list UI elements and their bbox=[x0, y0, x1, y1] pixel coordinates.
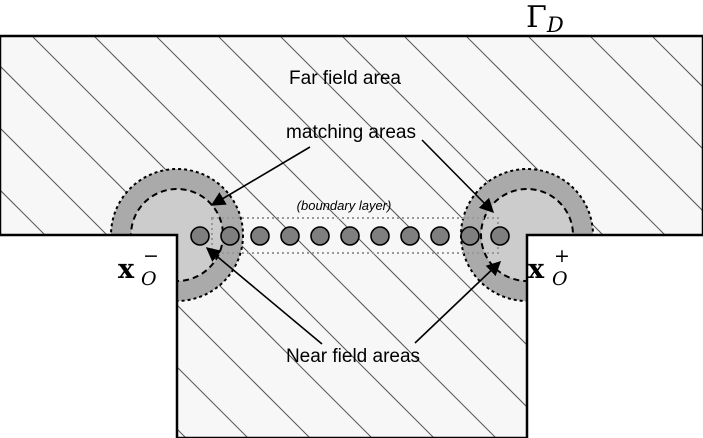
hatch-line bbox=[0, 36, 313, 438]
boundary-layer-dot bbox=[250, 226, 270, 246]
gamma-d-label: ΓD bbox=[526, 0, 564, 37]
boundary-layer-label: (boundary layer) bbox=[297, 198, 392, 213]
boundary-layer-dots bbox=[190, 226, 510, 246]
boundary-layer-dot bbox=[370, 226, 390, 246]
boundary-layer-dot bbox=[340, 226, 360, 246]
hatch-line bbox=[119, 36, 561, 438]
hatch-line bbox=[57, 36, 499, 438]
arrow-near-left bbox=[205, 247, 323, 345]
boundary-layer-dot bbox=[310, 226, 330, 246]
boundary-layer-dot bbox=[490, 226, 510, 246]
matching-areas-label: matching areas bbox=[286, 122, 416, 143]
boundary-layer-dot bbox=[460, 226, 480, 246]
boundary-layer-dot bbox=[400, 226, 420, 246]
hatch-line bbox=[553, 36, 703, 438]
arrow-matching-left bbox=[210, 146, 311, 206]
x-o-minus-superscript: − bbox=[143, 245, 159, 267]
boundary-layer-dot bbox=[190, 226, 210, 246]
boundary-layer-dot bbox=[430, 226, 450, 246]
arrow-matching-right bbox=[421, 139, 495, 214]
hatch-line bbox=[615, 36, 703, 438]
arrow-near-right bbox=[414, 261, 502, 344]
x-o-minus-label: x bbox=[118, 254, 135, 285]
hatch-line bbox=[491, 36, 703, 438]
x-o-plus-label: x bbox=[528, 254, 545, 285]
x-o-plus-superscript: + bbox=[554, 245, 570, 267]
boundary-layer-dot bbox=[220, 226, 240, 246]
hatch-line bbox=[429, 36, 703, 438]
boundary-layer-dot bbox=[280, 226, 300, 246]
domain-boundary bbox=[0, 34, 703, 438]
x-o-minus-subscript: O bbox=[141, 268, 157, 290]
far-field-label: Far field area bbox=[289, 68, 401, 89]
near-field-label: Near field areas bbox=[286, 346, 420, 367]
arrows bbox=[205, 139, 502, 345]
x-o-plus-subscript: O bbox=[552, 268, 568, 290]
